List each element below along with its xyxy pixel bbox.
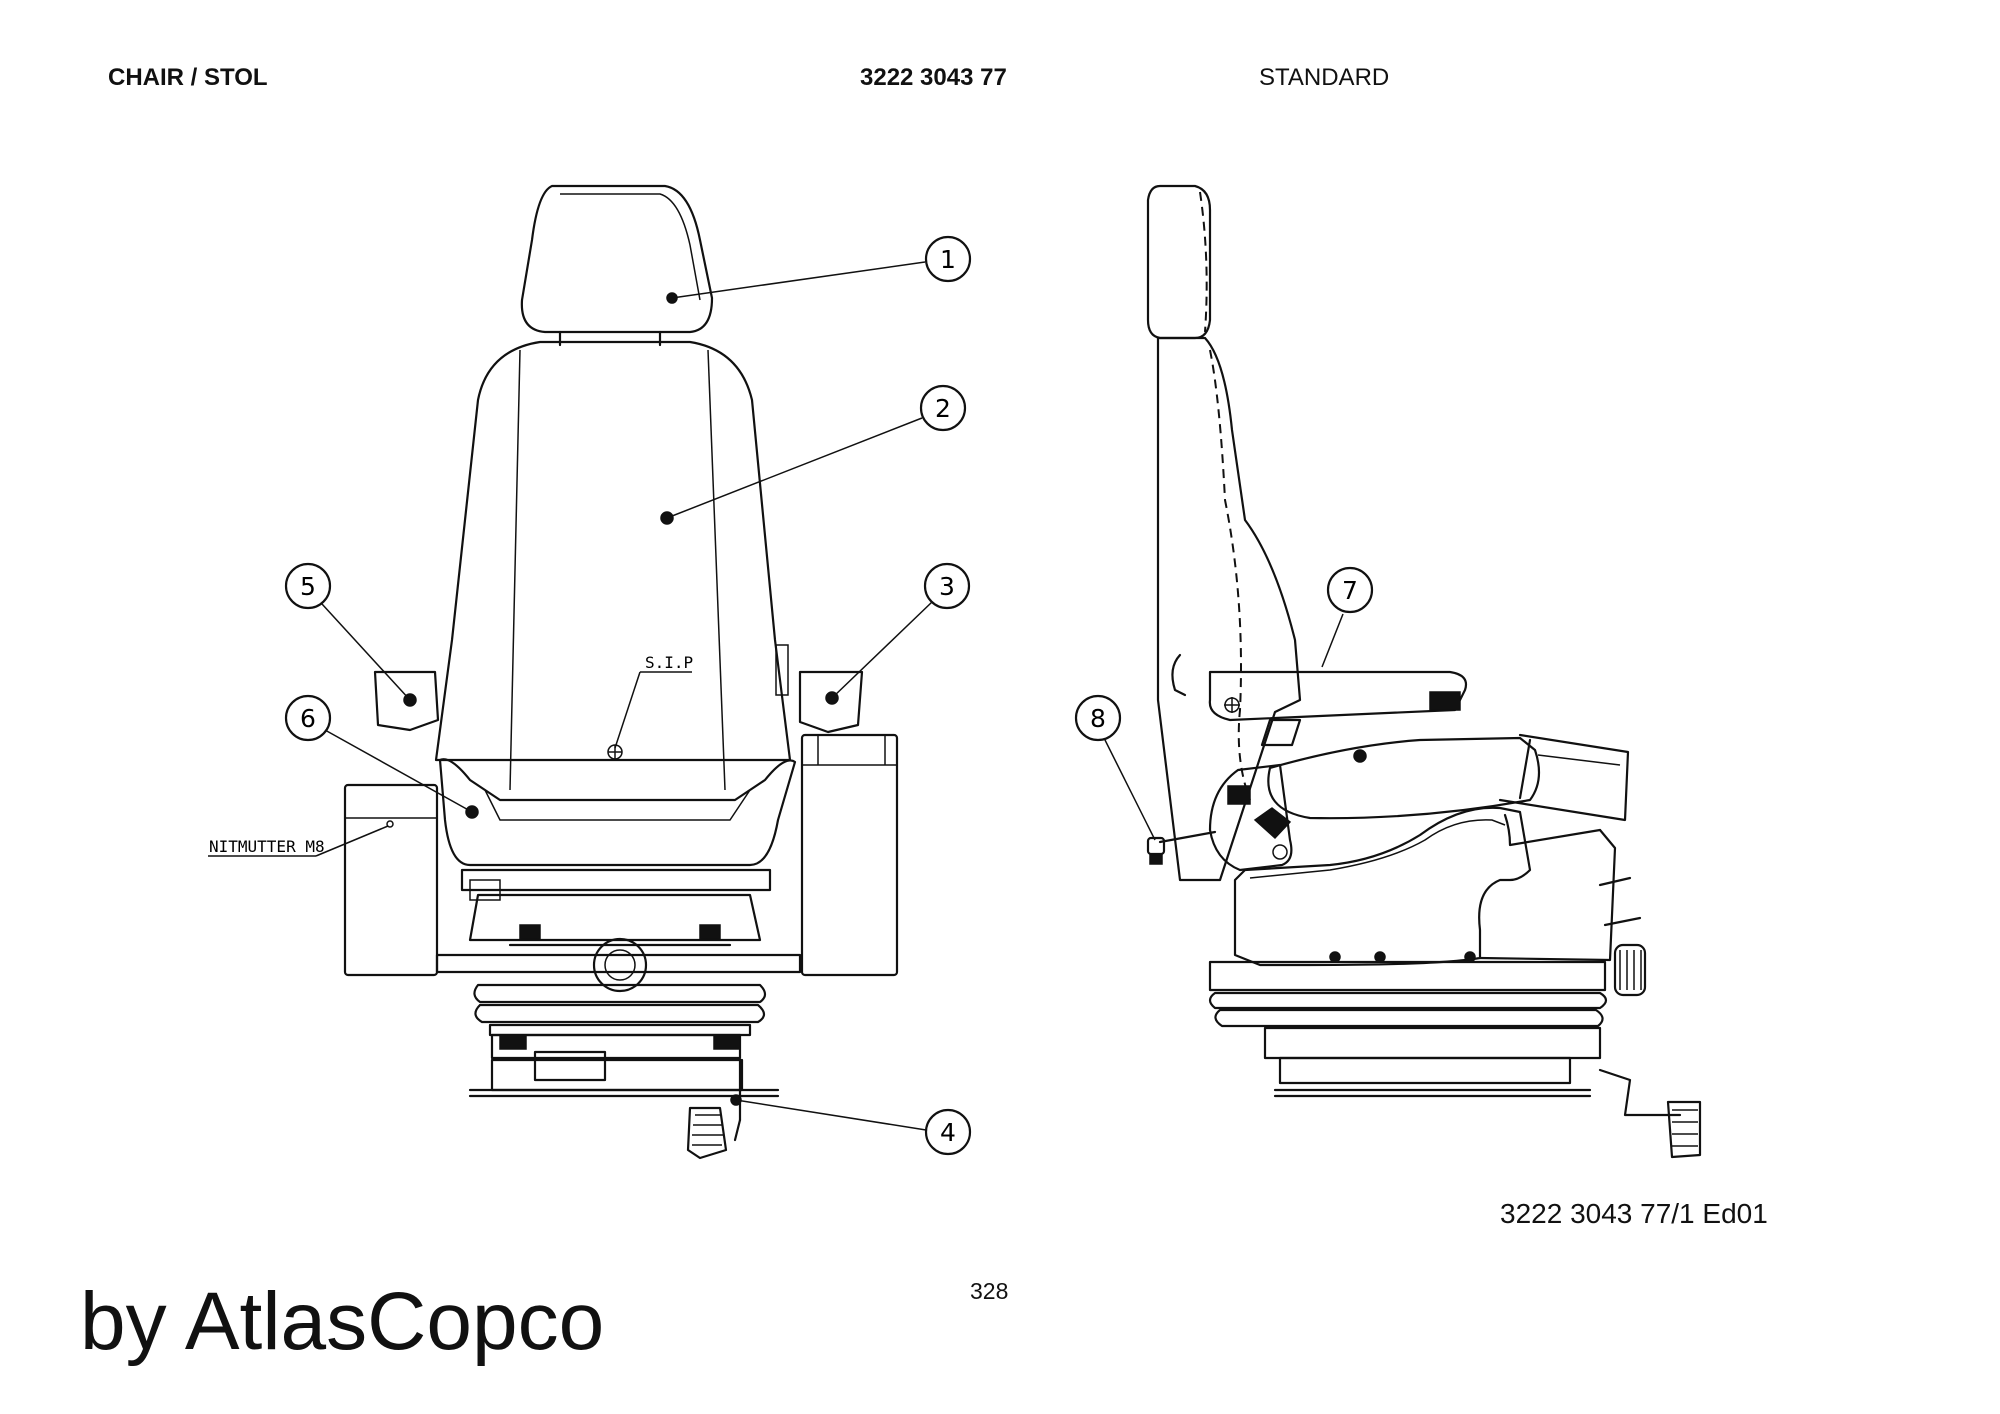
callout-circle-2 [919,384,967,432]
part-number: 3222 3043 77 [860,64,1007,91]
side-console-left [343,783,439,977]
side-console-right [800,733,899,977]
callout-circle-8 [1074,694,1122,742]
document-reference: 3222 3043 77/1 Ed01 [1500,1198,1768,1229]
variant-label: STANDARD [1259,64,1390,91]
callout-7: 7 [1342,576,1358,605]
armrest-left-front [373,670,440,732]
headrest-side [1146,184,1212,340]
backrest-front [434,340,792,762]
armrest-right-front [798,670,864,734]
callout-1: 1 [940,245,956,274]
sip-note: S.I.P [645,653,693,672]
callout-circle-5 [284,562,332,610]
seat-cushion-front [438,758,797,867]
callout-circle-1 [924,235,972,283]
callout-5: 5 [300,572,316,601]
pedal-side [1666,1100,1702,1159]
callout-circle-4 [924,1108,972,1156]
brand-footer: by AtlasCopco [80,1276,605,1367]
callout-4: 4 [940,1118,956,1147]
callout-8: 8 [1090,704,1106,733]
seat-side [1267,736,1541,820]
callout-circle-3 [923,562,971,610]
callout-circle-6 [284,694,332,742]
backrest-side [1156,336,1302,882]
side-view [1146,184,1702,1159]
callout-3: 3 [939,572,955,601]
callout-circle-7 [1326,566,1374,614]
callout-6: 6 [300,704,316,733]
headrest-front [520,184,714,334]
front-view [208,184,899,1160]
callout-2: 2 [935,394,951,423]
nitmutter-note: NITMUTTER M8 [209,837,325,856]
armrest-side [1208,670,1468,722]
page-number: 328 [970,1278,1009,1304]
callouts: 1 2 3 4 5 6 7 8 [284,235,1374,1156]
drawing-title: CHAIR / STOL [108,64,268,91]
pedal-front [686,1106,728,1160]
